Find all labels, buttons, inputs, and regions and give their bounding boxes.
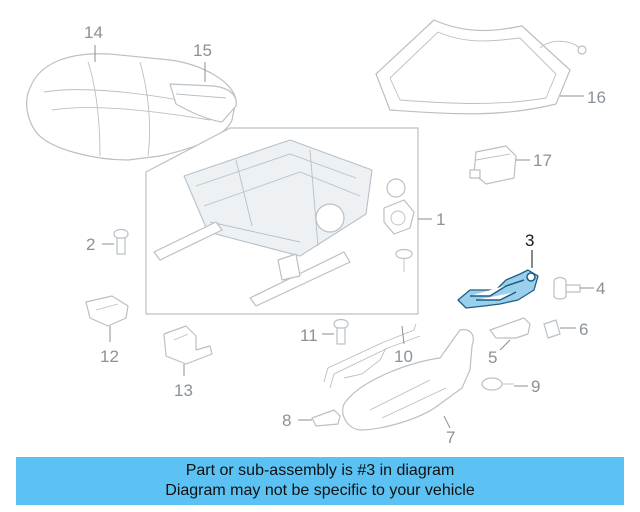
parts-diagram: 14 15 1 2 16 [26,19,606,447]
callout-12: 12 [100,347,119,366]
banner-line-2: Diagram may not be specific to your vehi… [165,482,475,499]
callout-1: 1 [436,210,445,229]
leader-10 [401,325,405,345]
leader-5 [499,339,511,351]
part-6-clip [543,319,561,339]
part-16-seat-back-panel [375,19,587,115]
callout-15: 15 [193,41,212,60]
part-12-bracket [85,295,129,327]
callout-4: 4 [596,279,605,298]
callout-2: 2 [86,235,95,254]
callout-11: 11 [300,326,318,345]
part-5-handle [489,317,531,339]
part-15-cushion-cover [169,83,237,123]
callout-10: 10 [394,347,413,366]
part-3-highlighted-link [457,269,539,309]
callout-16: 16 [587,88,606,107]
callout-8: 8 [282,411,291,430]
part-9-grommet [481,377,514,391]
callout-6: 6 [579,320,588,339]
callout-13: 13 [174,381,193,400]
callout-9: 9 [531,377,540,396]
callout-3: 3 [525,231,534,250]
callout-5: 5 [488,348,497,367]
part-11-bolt [333,318,349,345]
callout-14: 14 [84,23,103,42]
part-4-bolt [553,276,581,300]
part-13-bracket [163,325,213,365]
part-17-module [469,145,517,185]
callout-17: 17 [533,151,552,170]
part-2-bolt [113,228,129,255]
leader-7 [443,415,451,429]
banner-line-1: Part or sub-assembly is #3 in diagram [185,462,455,479]
part-7-side-shield [342,329,474,431]
callout-7: 7 [446,428,455,447]
part-8-clip [311,409,341,427]
info-banner: Part or sub-assembly is #3 in diagram Di… [16,457,624,505]
part-1-seat-frame-box [145,127,419,315]
